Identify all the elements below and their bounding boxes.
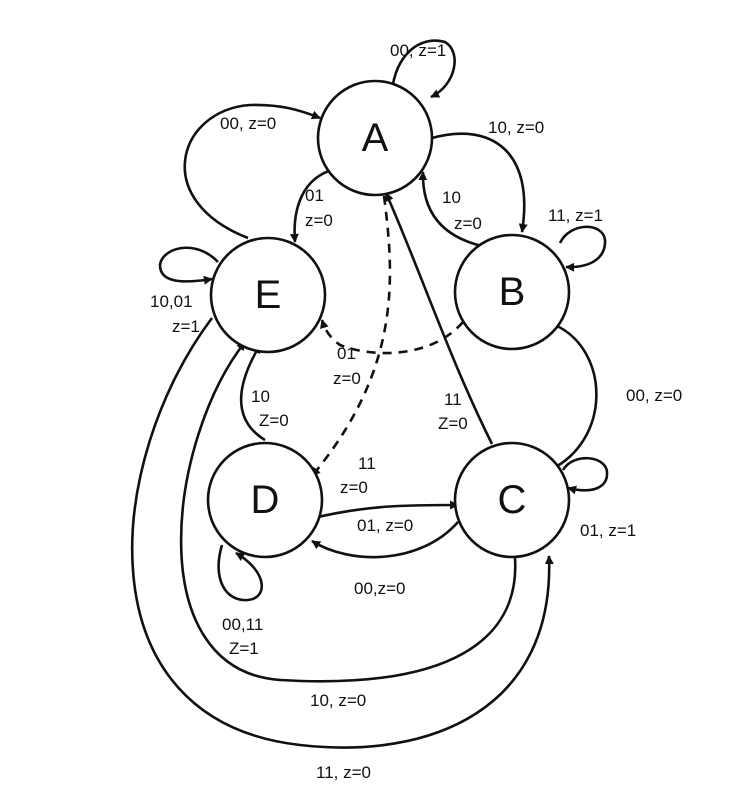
label-c-c: 01, z=1 — [580, 521, 636, 540]
state-label: E — [255, 273, 282, 317]
label-b-b: 11, z=1 — [548, 206, 603, 225]
state-d: D — [206, 441, 324, 559]
edge-c-c — [561, 456, 609, 495]
edge-d-c — [317, 500, 459, 519]
edge-a-b — [431, 132, 528, 233]
label-c-a-line1: 11 — [444, 390, 462, 409]
state-label: B — [499, 270, 526, 314]
label-a-d-line2: z=0 — [340, 478, 368, 497]
label-b-a-line1: 10 — [442, 188, 461, 207]
edge-a-e — [289, 168, 333, 243]
state-c: C — [453, 441, 571, 559]
state-a: A — [316, 79, 434, 197]
label-b-c: 00, z=0 — [626, 386, 682, 405]
label-a-e-line1: 01 — [305, 186, 324, 205]
label-e-a: 00, z=0 — [220, 114, 276, 133]
label-c-d: 00,z=0 — [354, 579, 406, 598]
edge-e-e — [158, 246, 219, 285]
edge-b-e — [320, 319, 464, 355]
label-c-e: 10, z=0 — [310, 691, 366, 710]
state-label: C — [498, 478, 527, 522]
edge-d-d — [217, 544, 263, 602]
edge-a-a — [390, 39, 456, 99]
label-a-a: 00, z=1 — [390, 41, 446, 60]
edge-e-c — [130, 317, 554, 749]
edge-c-a — [384, 192, 494, 445]
edge-c-e — [179, 341, 517, 683]
label-e-c: 11, z=0 — [316, 763, 371, 782]
label-d-d-line2: Z=1 — [229, 639, 259, 658]
state-label: A — [362, 116, 389, 160]
label-e-e-line1: 10,01 — [150, 292, 193, 311]
label-a-d-line1: 11 — [358, 454, 376, 473]
label-c-a-line2: Z=0 — [438, 414, 468, 433]
label-e-e-line2: z=1 — [172, 317, 200, 336]
label-b-e-line2: z=0 — [333, 369, 361, 388]
edge-d-e — [239, 344, 266, 442]
edge-e-a — [183, 103, 321, 240]
edge-b-b — [558, 225, 607, 272]
label-d-e-line2: Z=0 — [259, 411, 289, 430]
label-a-b: 10, z=0 — [488, 118, 544, 137]
label-d-d-line1: 00,11 — [222, 615, 263, 634]
state-label: D — [251, 478, 280, 522]
label-b-a-line2: z=0 — [454, 214, 482, 233]
label-d-e-line1: 10 — [251, 387, 270, 406]
label-b-e-line1: 01 — [337, 344, 356, 363]
edge-a-d — [310, 195, 392, 477]
edge-b-c — [549, 323, 598, 472]
state-e: E — [209, 236, 327, 354]
state-b: B — [453, 233, 571, 351]
label-d-c: 01, z=0 — [357, 516, 413, 535]
edge-c-d — [311, 521, 459, 559]
label-a-e-line2: z=0 — [305, 211, 333, 230]
edge-b-a — [418, 171, 483, 248]
